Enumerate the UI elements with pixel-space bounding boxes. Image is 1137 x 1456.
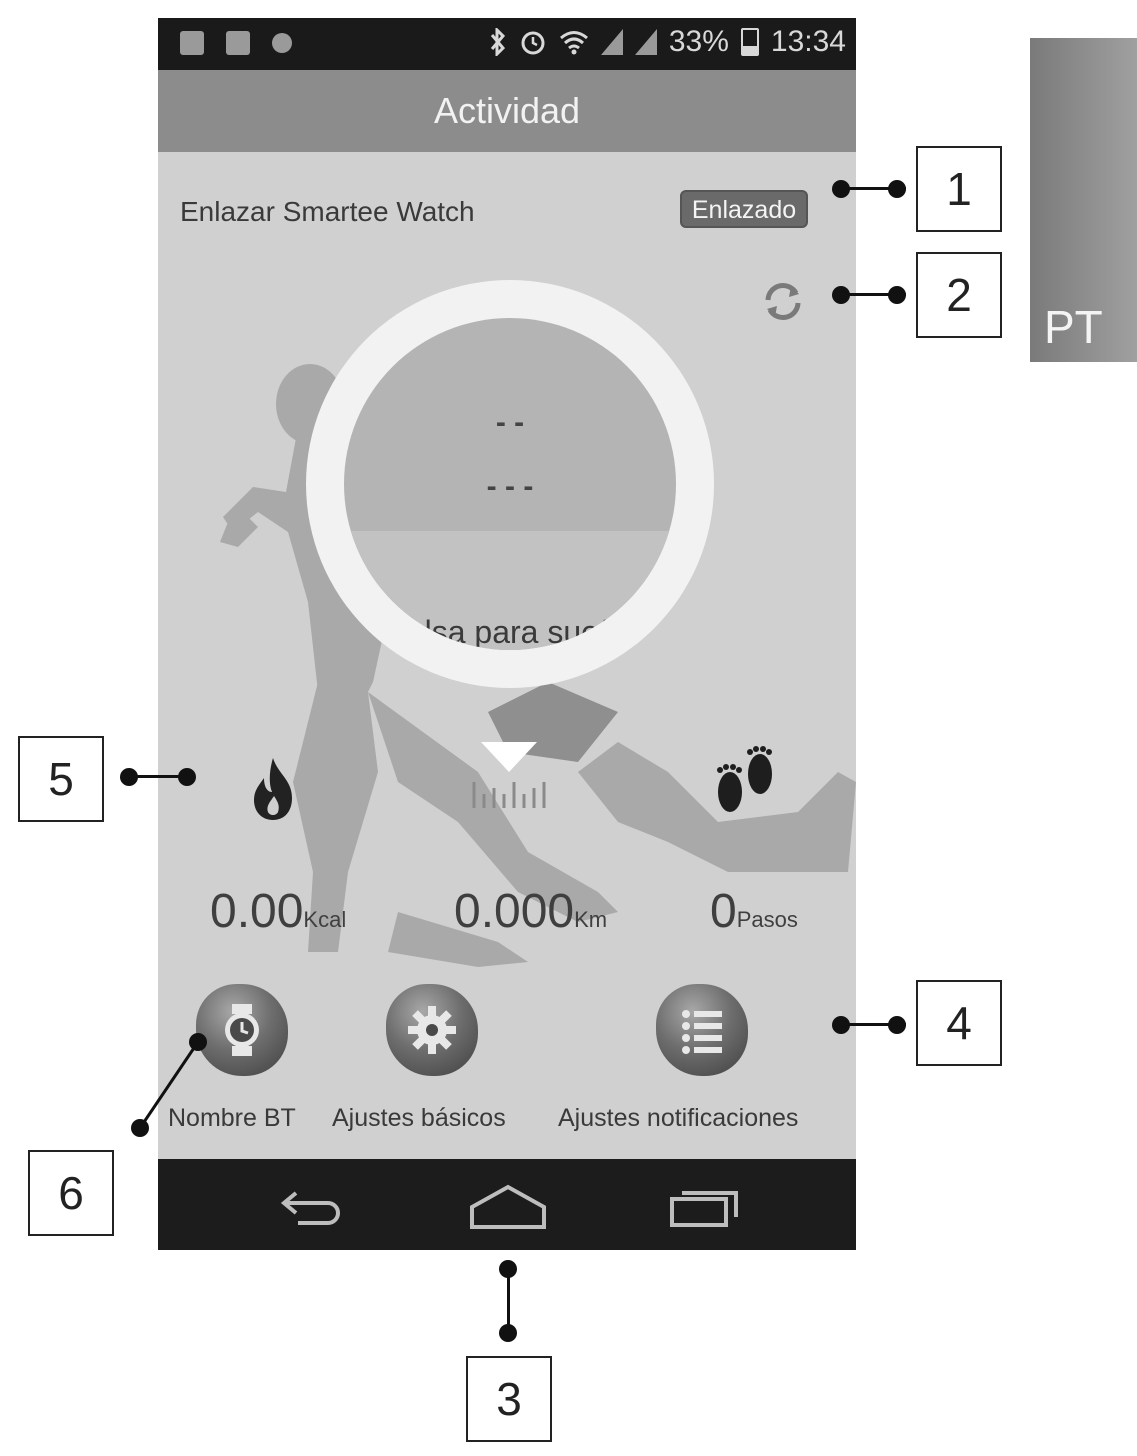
sleep-ring[interactable]: - - - - - Pulsa para sueño	[306, 280, 714, 772]
basic-settings-button[interactable]	[382, 980, 482, 1080]
distance-stat: 0.000Km	[454, 884, 607, 939]
notification-icons	[180, 31, 292, 55]
callout-1: 1	[916, 146, 1002, 232]
callout-6: 6	[28, 1150, 114, 1236]
callout-5: 5	[18, 736, 104, 822]
basic-settings-label[interactable]: Ajustes básicos	[332, 1104, 506, 1132]
facebook-icon	[180, 31, 204, 55]
distance-ruler-icon	[472, 782, 546, 808]
watch-icon	[225, 1004, 259, 1056]
callout-5-dot-end	[178, 768, 196, 786]
bt-name-label[interactable]: Nombre BT	[168, 1104, 296, 1132]
phone-screen: 33% 13:34 Actividad Enlazar Smartee Watc…	[158, 18, 856, 1250]
callout-1-dot-end	[888, 180, 906, 198]
paired-button[interactable]: Enlazado	[680, 190, 808, 228]
tap-for-sleep-label: Pulsa para sueño	[385, 614, 635, 650]
battery-icon	[740, 28, 759, 56]
callout-6-line	[131, 1033, 207, 1137]
callout-4-line	[840, 1023, 906, 1026]
steps-stat: 0Pasos	[710, 884, 798, 939]
distance-unit: Km	[574, 907, 608, 932]
briefcase-icon	[226, 31, 250, 55]
callout-3: 3	[466, 1356, 552, 1442]
sleep-ring-inner: - - - - - Pulsa para sueño	[344, 318, 676, 650]
callout-4-dot-end	[888, 1016, 906, 1034]
sleep-minutes-value: - - -	[486, 470, 534, 503]
refresh-icon[interactable]	[758, 276, 808, 326]
notification-settings-button-bg	[656, 984, 748, 1076]
back-icon[interactable]	[274, 1181, 354, 1231]
callout-2: 2	[916, 252, 1002, 338]
signal-icon-2	[634, 29, 657, 55]
distance-value: 0.000	[454, 885, 575, 938]
bt-name-button[interactable]	[192, 980, 292, 1080]
callout-3-line	[507, 1268, 510, 1332]
status-bar: 33% 13:34	[158, 18, 856, 70]
activity-content: Enlazar Smartee Watch Enlazado	[158, 152, 856, 1159]
expand-triangle-icon[interactable]	[481, 742, 537, 772]
callout-4: 4	[916, 980, 1002, 1066]
steps-value: 0	[710, 885, 737, 938]
wifi-icon	[559, 31, 588, 55]
sleep-hours-value: - -	[495, 406, 525, 439]
calories-stat: 0.00Kcal	[210, 884, 346, 939]
bluetooth-icon	[490, 28, 505, 56]
app-bar: Actividad	[158, 70, 856, 152]
language-tab-label: PT	[1044, 301, 1103, 353]
notification-icon	[272, 33, 292, 53]
signal-icon	[600, 29, 623, 55]
notification-settings-label[interactable]: Ajustes notificaciones	[558, 1104, 799, 1132]
alarm-icon	[521, 31, 545, 55]
notification-settings-button[interactable]	[652, 980, 752, 1080]
status-icons: 33% 13:34	[489, 25, 846, 59]
calories-unit: Kcal	[303, 907, 347, 932]
recent-apps-icon[interactable]	[664, 1181, 744, 1231]
page-title: Actividad	[433, 90, 581, 131]
home-icon[interactable]	[468, 1181, 548, 1231]
steps-unit: Pasos	[736, 907, 798, 932]
ring-lower-band	[344, 531, 676, 650]
list-icon	[682, 1010, 722, 1054]
footprints-icon	[717, 746, 772, 812]
callout-1-line	[840, 187, 906, 190]
pair-watch-label: Enlazar Smartee Watch	[180, 196, 475, 227]
battery-percent: 33%	[668, 25, 729, 58]
callout-5-line	[128, 775, 186, 778]
callout-2-line	[840, 293, 906, 296]
calories-value: 0.00	[210, 885, 304, 938]
language-tab: PT	[1030, 38, 1137, 362]
clock: 13:34	[770, 25, 846, 58]
callout-3-dot-end	[499, 1324, 517, 1342]
navigation-bar	[158, 1159, 856, 1250]
gear-icon	[408, 1006, 456, 1054]
flame-icon	[254, 758, 292, 820]
callout-2-dot-end	[888, 286, 906, 304]
